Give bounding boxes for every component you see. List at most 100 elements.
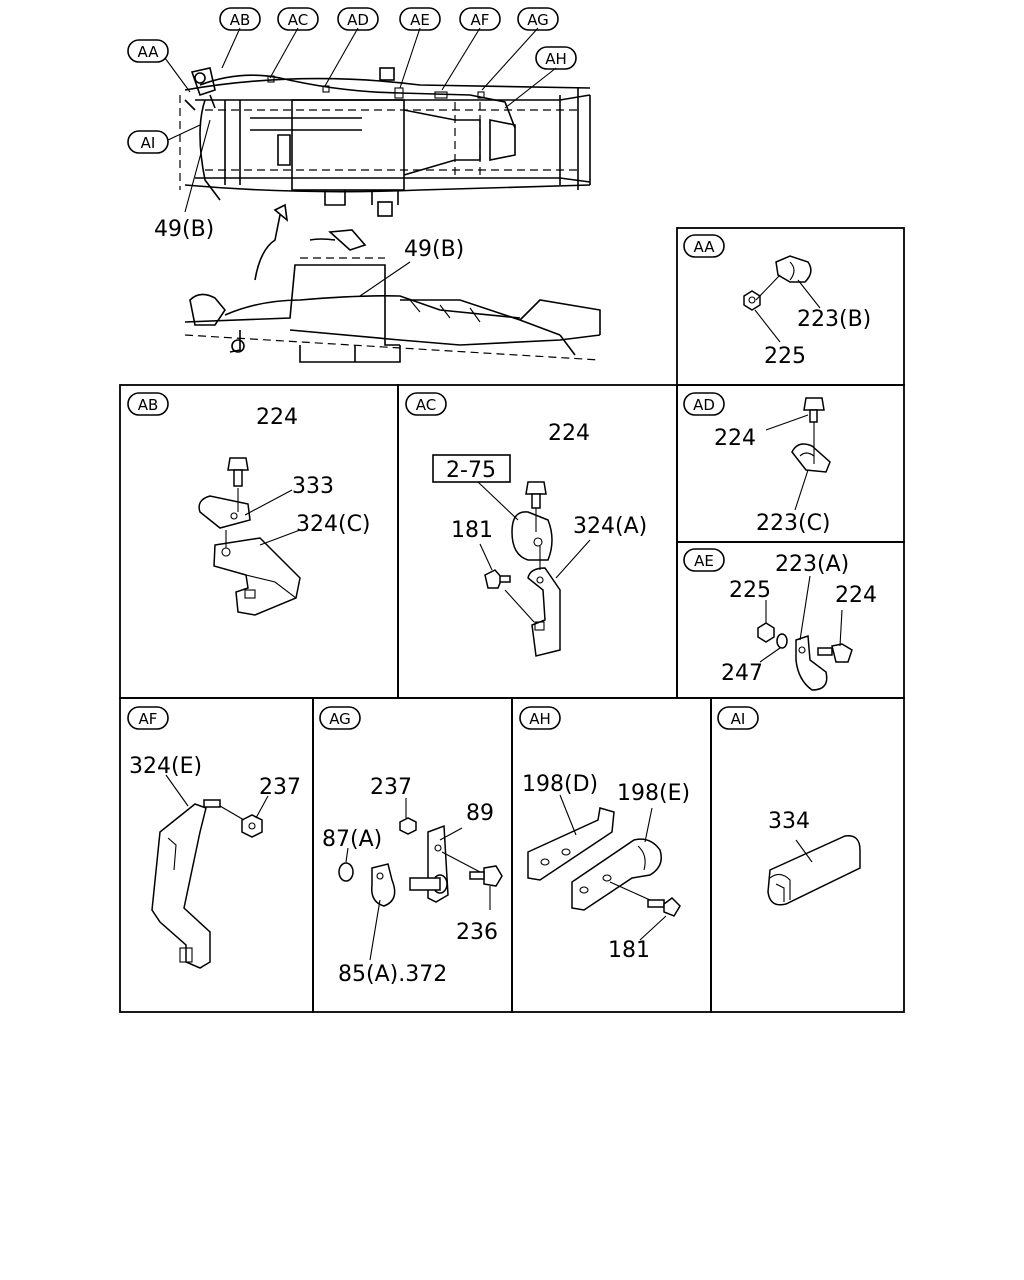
callout-ad[interactable]: AD [337, 7, 379, 31]
callout-ae[interactable]: AE [399, 7, 441, 31]
panel-ae-badge: AE [683, 548, 725, 572]
ref-box-2-75: 2-75 [432, 454, 511, 483]
part-225-ae-label: 225 [729, 578, 771, 603]
svg-text:AI: AI [141, 134, 156, 152]
callout-ai[interactable]: AI [127, 130, 169, 154]
part-324c-label: 324(C) [296, 512, 371, 537]
panel-ae: AE 223(A) 225 224 247 [683, 548, 877, 691]
label-49b-mid: 49(B) [404, 237, 464, 262]
svg-text:AB: AB [230, 11, 251, 29]
part-324a-label: 324(A) [573, 514, 647, 539]
spacer-ag [409, 874, 448, 894]
washer-247 [776, 633, 788, 649]
callout-aa[interactable]: AA [127, 39, 169, 63]
callout-ah[interactable]: AH [535, 46, 577, 70]
bolt-181-ah [647, 897, 681, 917]
part-223b-label: 223(B) [797, 307, 871, 332]
chassis-top-view [179, 67, 591, 217]
svg-text:AD: AD [693, 396, 715, 414]
bracket-198d [527, 807, 615, 881]
bolt-224-ad [803, 397, 825, 423]
part-224-ac-label: 224 [548, 421, 590, 446]
svg-text:AI: AI [731, 710, 746, 728]
clip-223c [791, 443, 831, 473]
callout-af[interactable]: AF [459, 7, 501, 31]
top-callouts: AB AC AD AE AF AG AH AA [127, 7, 577, 154]
panel-ah-badge: AH [519, 706, 561, 730]
svg-text:AE: AE [694, 552, 714, 570]
nut-225-ae [757, 622, 775, 643]
part-223a-label: 223(A) [775, 552, 849, 577]
panel-ai: AI 334 [717, 706, 861, 906]
callout-ab[interactable]: AB [219, 7, 261, 31]
bracket-198e [571, 838, 662, 911]
svg-text:AG: AG [527, 11, 549, 29]
svg-text:AF: AF [139, 710, 158, 728]
part-324e-label: 324(E) [129, 754, 202, 779]
panel-ab-badge: AB [127, 392, 169, 416]
callout-ac[interactable]: AC [277, 7, 319, 31]
panel-frames [119, 227, 905, 1013]
part-237-ag-label: 237 [370, 775, 412, 800]
washer-87a [338, 862, 354, 882]
part-223c-label: 223(C) [756, 511, 831, 536]
nut-237-ag [399, 817, 417, 835]
leader-49b-mid [359, 261, 411, 297]
callout-ag[interactable]: AG [517, 7, 559, 31]
panel-ac: AC 2-75 224 324(A) 181 [405, 392, 647, 657]
bolt-181-ac [484, 569, 511, 589]
part-87a-label: 87(A) [322, 827, 382, 852]
svg-text:AA: AA [694, 238, 716, 256]
bracket-324a [527, 567, 561, 657]
svg-text:AE: AE [410, 11, 430, 29]
nut-237-af [241, 814, 263, 838]
part-85a-372-label: 85(A).372 [338, 962, 447, 987]
stud-af [203, 799, 221, 808]
part-224-ad-label: 224 [714, 426, 756, 451]
svg-text:AD: AD [347, 11, 369, 29]
panel-af: AF 324(E) 237 [127, 706, 301, 969]
svg-text:AF: AF [471, 11, 490, 29]
part-89-label: 89 [466, 801, 494, 826]
part-198d-label: 198(D) [522, 772, 598, 797]
top-leader-lines [164, 27, 557, 213]
svg-text:AB: AB [138, 396, 159, 414]
bracket-324e [151, 803, 211, 969]
panel-aa-badge: AA [683, 234, 725, 258]
bolt-224-ac [525, 481, 547, 509]
panel-ad: AD 224 223(C) [683, 392, 831, 536]
panel-aa: AA 223(B) 225 [683, 234, 871, 369]
panel-ad-badge: AD [683, 392, 725, 416]
part-225-label: 225 [764, 344, 806, 369]
part-237-af-label: 237 [259, 775, 301, 800]
svg-text:AC: AC [288, 11, 308, 29]
svg-text:AC: AC [416, 396, 436, 414]
svg-text:AH: AH [545, 50, 567, 68]
part-236-label: 236 [456, 920, 498, 945]
bolt-224 [227, 457, 249, 487]
panel-ah: AH 198(D) 198(E) 181 [519, 706, 690, 963]
svg-text:AA: AA [138, 43, 160, 61]
panel-ag: AG 237 89 87(A) 236 [319, 706, 503, 987]
clip-333 [198, 495, 251, 529]
panel-ai-badge: AI [717, 706, 759, 730]
bolt-236 [469, 865, 503, 887]
bracket-324c [213, 537, 301, 616]
panel-af-badge: AF [127, 706, 169, 730]
svg-text:AH: AH [529, 710, 551, 728]
part-247-label: 247 [721, 661, 763, 686]
bolt-224-ae [817, 643, 853, 663]
part-224-label: 224 [256, 405, 298, 430]
part-334-label: 334 [768, 809, 810, 834]
chassis-side-view [184, 203, 601, 363]
panel-ac-badge: AC [405, 392, 447, 416]
part-181-ac-label: 181 [451, 518, 493, 543]
clamp-85a [371, 863, 396, 907]
panel-ab: AB 224 333 324(C) [127, 392, 371, 616]
part-181-ah-label: 181 [608, 938, 650, 963]
edge-trim-334 [767, 835, 861, 906]
clamp-ac [511, 511, 553, 561]
svg-text:AG: AG [329, 710, 351, 728]
clip-223a [795, 634, 828, 691]
